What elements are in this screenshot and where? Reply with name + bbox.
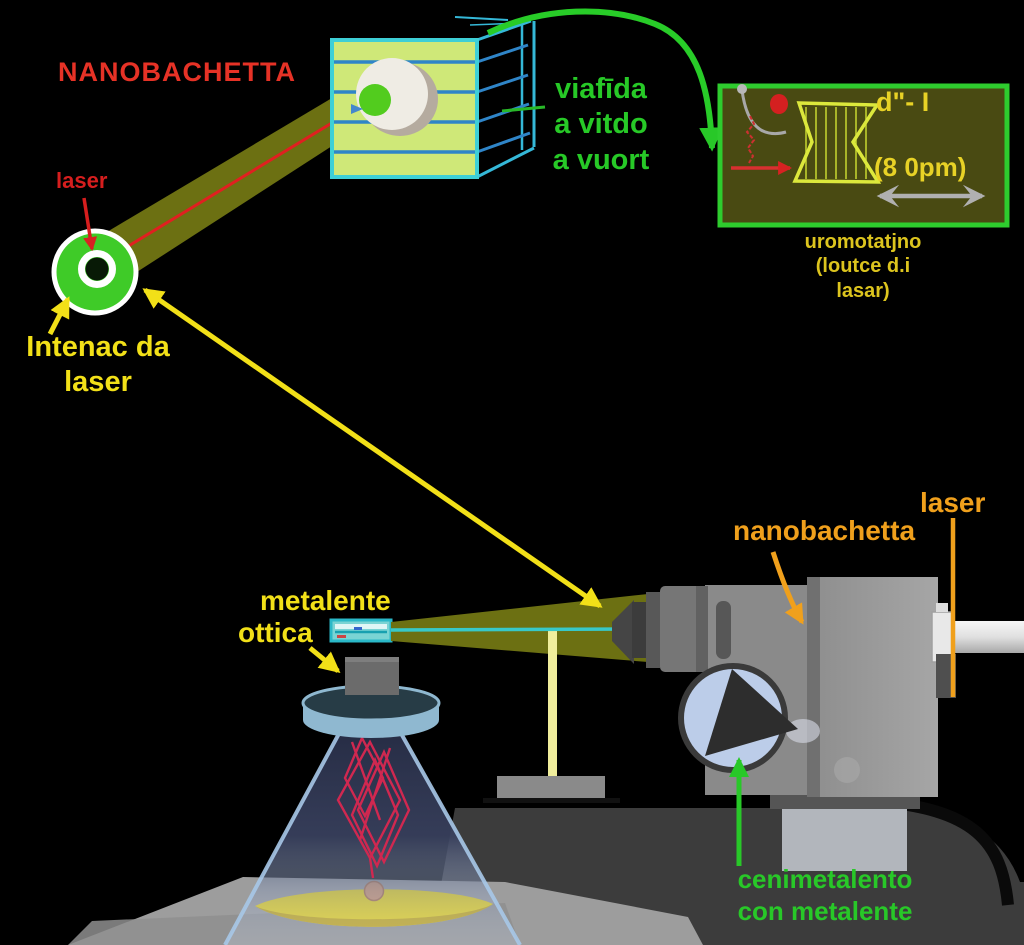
chamber-wireframe — [454, 16, 536, 179]
viewport-glow — [786, 719, 820, 743]
laser-beam-top — [80, 98, 332, 292]
instrument-pedestal — [782, 809, 907, 871]
window-lead-line — [501, 105, 546, 113]
vacuum-window-label-line2: a vitdo — [554, 108, 648, 141]
vacuum-window-label-line1: viafīda — [555, 73, 647, 105]
nanorod-arrow — [770, 551, 805, 625]
inset-dimension-label: d"- I — [876, 87, 930, 117]
laser-input-label: laser — [920, 487, 986, 518]
inset-scale-label: (8 0pm) — [874, 152, 967, 182]
aperture-short-arrow — [47, 296, 71, 336]
fiber-connector-tab-top — [936, 603, 948, 612]
instrument-slot — [716, 601, 731, 659]
alignment-label-line2: con metalente — [737, 895, 913, 926]
instrument — [612, 577, 1024, 871]
alignment-label-line1: cenimetalento — [737, 864, 913, 894]
laser-beam-line — [91, 110, 351, 270]
inset-detail — [717, 83, 1010, 228]
light-cone-edge-left — [223, 727, 344, 945]
support-post — [548, 630, 557, 777]
inset-caption-line1: uromotatjno — [804, 231, 922, 253]
instrument-bottom-plate — [770, 795, 920, 809]
objective-ring-2 — [646, 592, 660, 668]
laser-aperture-assembly — [51, 228, 139, 316]
wire-ball — [737, 84, 747, 94]
metalens-element — [329, 618, 393, 643]
prism-triangle — [705, 669, 798, 756]
metalens-label-line1: metalente — [260, 585, 391, 616]
laser-source-label: laser — [56, 168, 108, 193]
zoom-curve-arrow — [486, 8, 724, 152]
aperture-long-arrow — [142, 287, 603, 609]
instrument-body-right — [807, 577, 938, 797]
laser-aperture-label-line2: laser — [64, 366, 132, 399]
objective-barrel-shade — [696, 586, 708, 672]
instrument-divider — [807, 577, 820, 797]
sample-holder-box-top — [345, 657, 399, 662]
vacuum-window-label-line3: a vuort — [552, 143, 650, 176]
laser-aperture-label: Intenac da laser — [6, 330, 190, 401]
inset-caption-line3: lasar) — [836, 279, 890, 302]
post-base — [497, 776, 605, 798]
sample-holder-box — [345, 657, 399, 695]
objective-ring-1 — [632, 602, 647, 658]
vacuum-window-label: viafīda a vitdo a vuort — [536, 72, 666, 178]
chamber-green-spot — [359, 84, 391, 116]
nanorod-outline — [792, 101, 882, 184]
chamber-blue-pointer — [351, 104, 363, 114]
inset-caption: uromotatjno (loutce d.i lasar) — [778, 230, 948, 303]
vacuum-chamber — [330, 16, 536, 179]
red-dashed-squiggle — [745, 115, 756, 164]
page-title: NANOBACHETTA — [58, 57, 296, 87]
laser-label-arrow — [82, 197, 98, 252]
nanorod-label: nanobachetta — [733, 515, 916, 546]
light-cone-edge-right — [396, 727, 522, 945]
metalens-arrow — [308, 646, 341, 673]
instrument-screw-detail — [834, 757, 860, 783]
inset-caption-line2: (loutce d.i — [815, 255, 911, 278]
red-particle-blob — [770, 94, 788, 114]
scattered-light-wireframe — [336, 735, 411, 879]
laser-aperture-label-line1: Intenac da — [26, 331, 170, 363]
metalens-label-line2: ottica — [238, 617, 313, 648]
aperture-ring — [78, 250, 116, 288]
alignment-label: cenimetalento con metalente — [710, 864, 940, 927]
objective-cone — [612, 600, 634, 664]
beam-axis-line — [390, 627, 651, 632]
wire-curve — [740, 89, 787, 136]
post-base-shadow — [483, 798, 620, 803]
aperture-core — [85, 257, 109, 281]
